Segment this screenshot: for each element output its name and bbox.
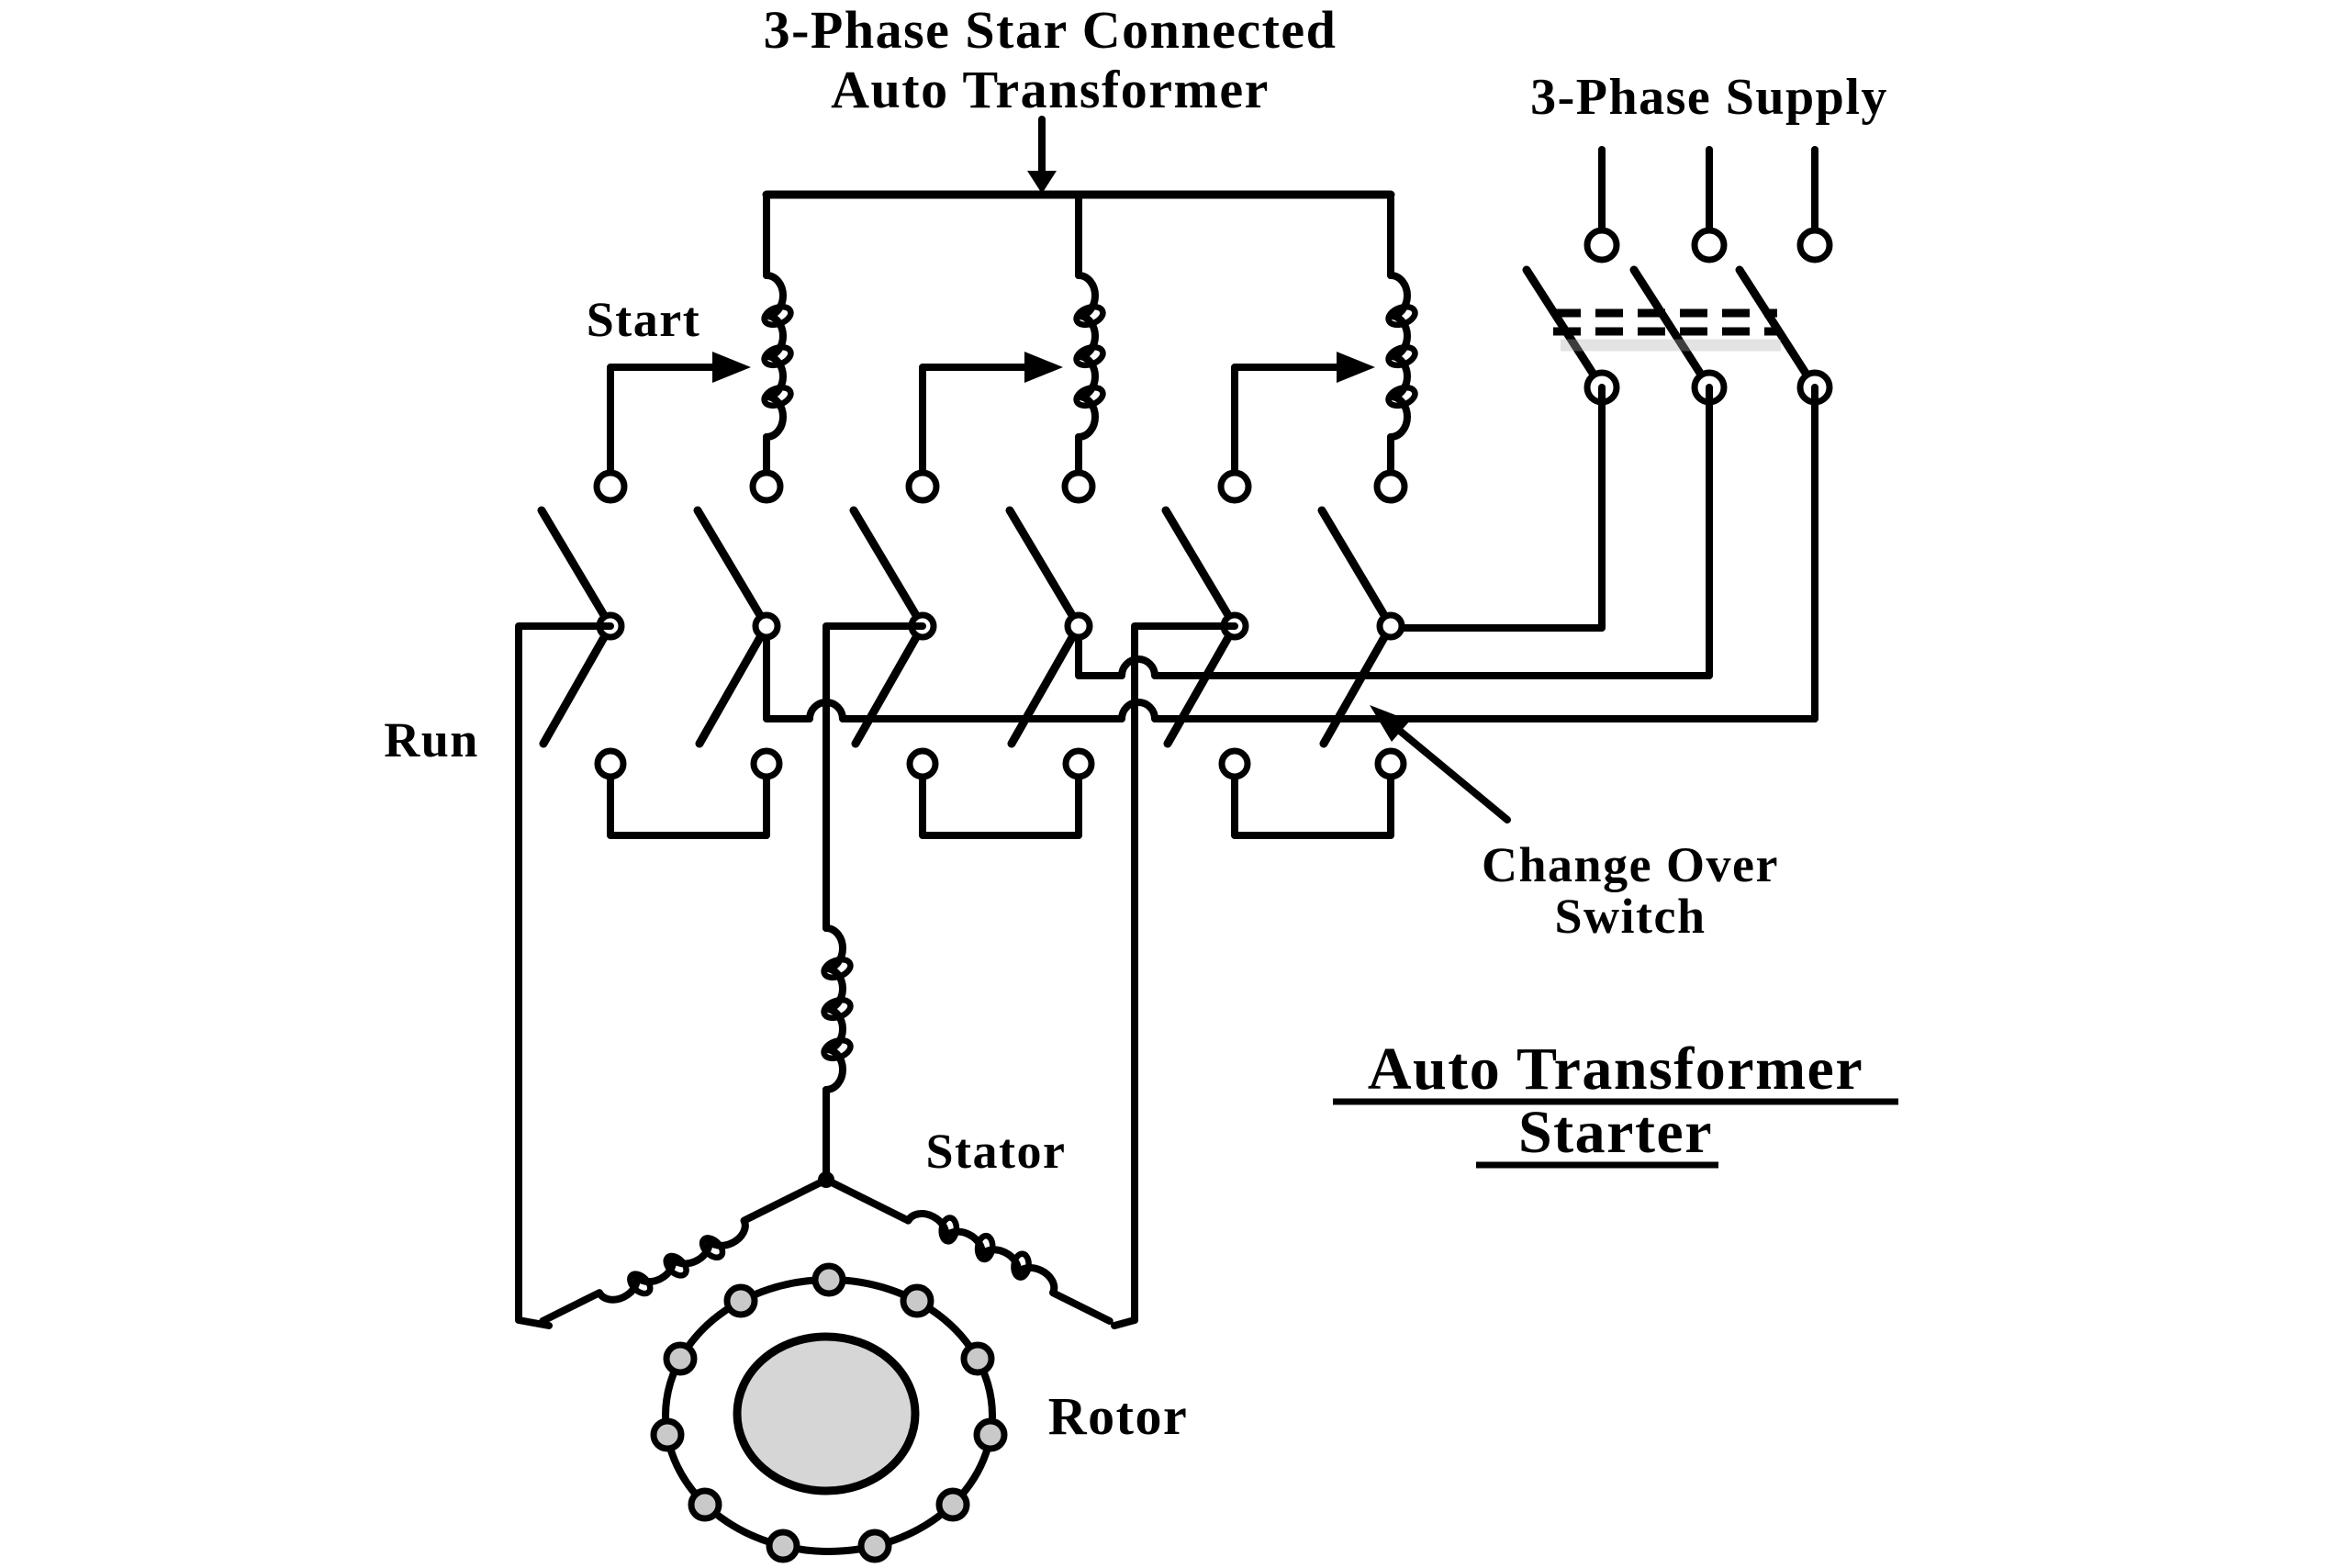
changeover-label-line-1: Change Over — [1482, 837, 1779, 892]
supply-top-contact-1 — [1583, 227, 1620, 263]
run-contact-6 — [1374, 747, 1407, 780]
start-label: Start — [587, 292, 700, 347]
changeover-down-blade-2 — [695, 622, 771, 748]
run-contact-3 — [906, 747, 939, 780]
run-jumper-phase-2 — [919, 760, 1082, 839]
motor-feeder-center — [822, 622, 926, 932]
changeover-up-blade-4 — [1005, 506, 1083, 631]
run-contact-5 — [1218, 747, 1251, 780]
start-contact-6 — [1373, 469, 1408, 504]
start-tap-wire-3 — [1231, 364, 1342, 490]
autotransformer-coil-1 — [762, 275, 793, 437]
supply-top-contact-2 — [1691, 227, 1728, 263]
motor — [515, 622, 1238, 1563]
supply-label: 3-Phase Supply — [1530, 69, 1888, 126]
start-contact-4 — [1061, 469, 1096, 504]
autotransformer-coil-2 — [1074, 275, 1105, 437]
motor-feeder-right — [1111, 622, 1238, 1329]
changeover-up-blade-3 — [849, 506, 927, 631]
changeover-pivot-2 — [752, 611, 781, 641]
changeover-down-blade-3 — [851, 622, 927, 748]
supply-feeder-phase-3 — [763, 384, 1818, 722]
rotor-bar — [723, 1283, 758, 1318]
start-tap-arrow-icon-3 — [1337, 352, 1375, 383]
supply-top-contact-3 — [1796, 227, 1833, 263]
changeover-label-line-2: Switch — [1554, 889, 1706, 944]
start-contact-5 — [1217, 469, 1252, 504]
start-tap-wire-1 — [607, 364, 718, 490]
changeover-up-blade-6 — [1317, 506, 1395, 631]
supply-feeder-phase-1 — [1387, 384, 1606, 632]
supply-switch — [1522, 146, 1833, 406]
start-tap-arrow-icon-1 — [712, 352, 751, 383]
changeover-annotation — [1370, 705, 1511, 823]
rotor-bar — [811, 1262, 846, 1297]
caption-line-1: Auto Transformer — [1368, 1036, 1863, 1103]
rotor-bar — [900, 1283, 934, 1318]
changeover-switch — [537, 469, 1408, 839]
rotor-bar — [650, 1417, 685, 1452]
changeover-up-blade-5 — [1161, 506, 1239, 631]
top-title-line-2: Auto Transformer — [831, 60, 1270, 119]
changeover-down-blade-6 — [1319, 622, 1395, 748]
rotor-bar — [960, 1341, 995, 1376]
run-contact-1 — [594, 747, 627, 780]
changeover-down-blade-4 — [1007, 622, 1083, 748]
rotor-core — [733, 1332, 920, 1495]
changeover-pivot-6 — [1376, 611, 1405, 641]
changeover-down-blade-1 — [539, 622, 615, 748]
rotor-bar — [973, 1417, 1008, 1452]
rotor-label: Rotor — [1048, 1386, 1188, 1446]
changeover-pivot-4 — [1064, 611, 1093, 641]
rotor-bar — [935, 1487, 970, 1522]
rotor-bar — [766, 1529, 800, 1563]
changeover-arrow-icon — [1370, 705, 1410, 742]
stator-winding-right — [824, 1159, 1120, 1325]
stator-winding-center — [822, 928, 853, 1090]
caption-line-2: Starter — [1518, 1099, 1713, 1166]
stator-label: Stator — [926, 1124, 1067, 1179]
changeover-up-blade-1 — [537, 506, 615, 631]
changeover-up-blade-2 — [693, 506, 771, 631]
run-contact-4 — [1062, 747, 1095, 780]
motor-feeder-left — [515, 622, 614, 1329]
start-tap-wire-2 — [919, 364, 1030, 490]
start-tap-arrow-icon-2 — [1024, 352, 1063, 383]
rotor-bar — [663, 1341, 698, 1376]
title-pointer-arrow-icon — [1027, 171, 1057, 194]
changeover-arrow-shaft — [1397, 728, 1511, 823]
rotor-bar — [688, 1487, 722, 1522]
run-contact-2 — [750, 747, 783, 780]
stator-winding-left — [541, 1176, 836, 1342]
run-jumper-phase-3 — [1231, 760, 1394, 839]
run-jumper-phase-1 — [607, 760, 770, 839]
start-contact-3 — [905, 469, 940, 504]
star-point — [818, 1171, 834, 1188]
changeover-down-blade-5 — [1163, 622, 1239, 748]
start-contact-1 — [593, 469, 628, 504]
supply-switch-blade-2 — [1629, 265, 1714, 392]
autotransformer-bank — [607, 116, 1417, 490]
top-title-line-1: 3-Phase Star Connected — [764, 0, 1337, 60]
autotransformer-coil-3 — [1386, 275, 1417, 437]
start-contact-2 — [749, 469, 784, 504]
rotor-bar — [857, 1529, 892, 1563]
run-label: Run — [384, 712, 479, 767]
